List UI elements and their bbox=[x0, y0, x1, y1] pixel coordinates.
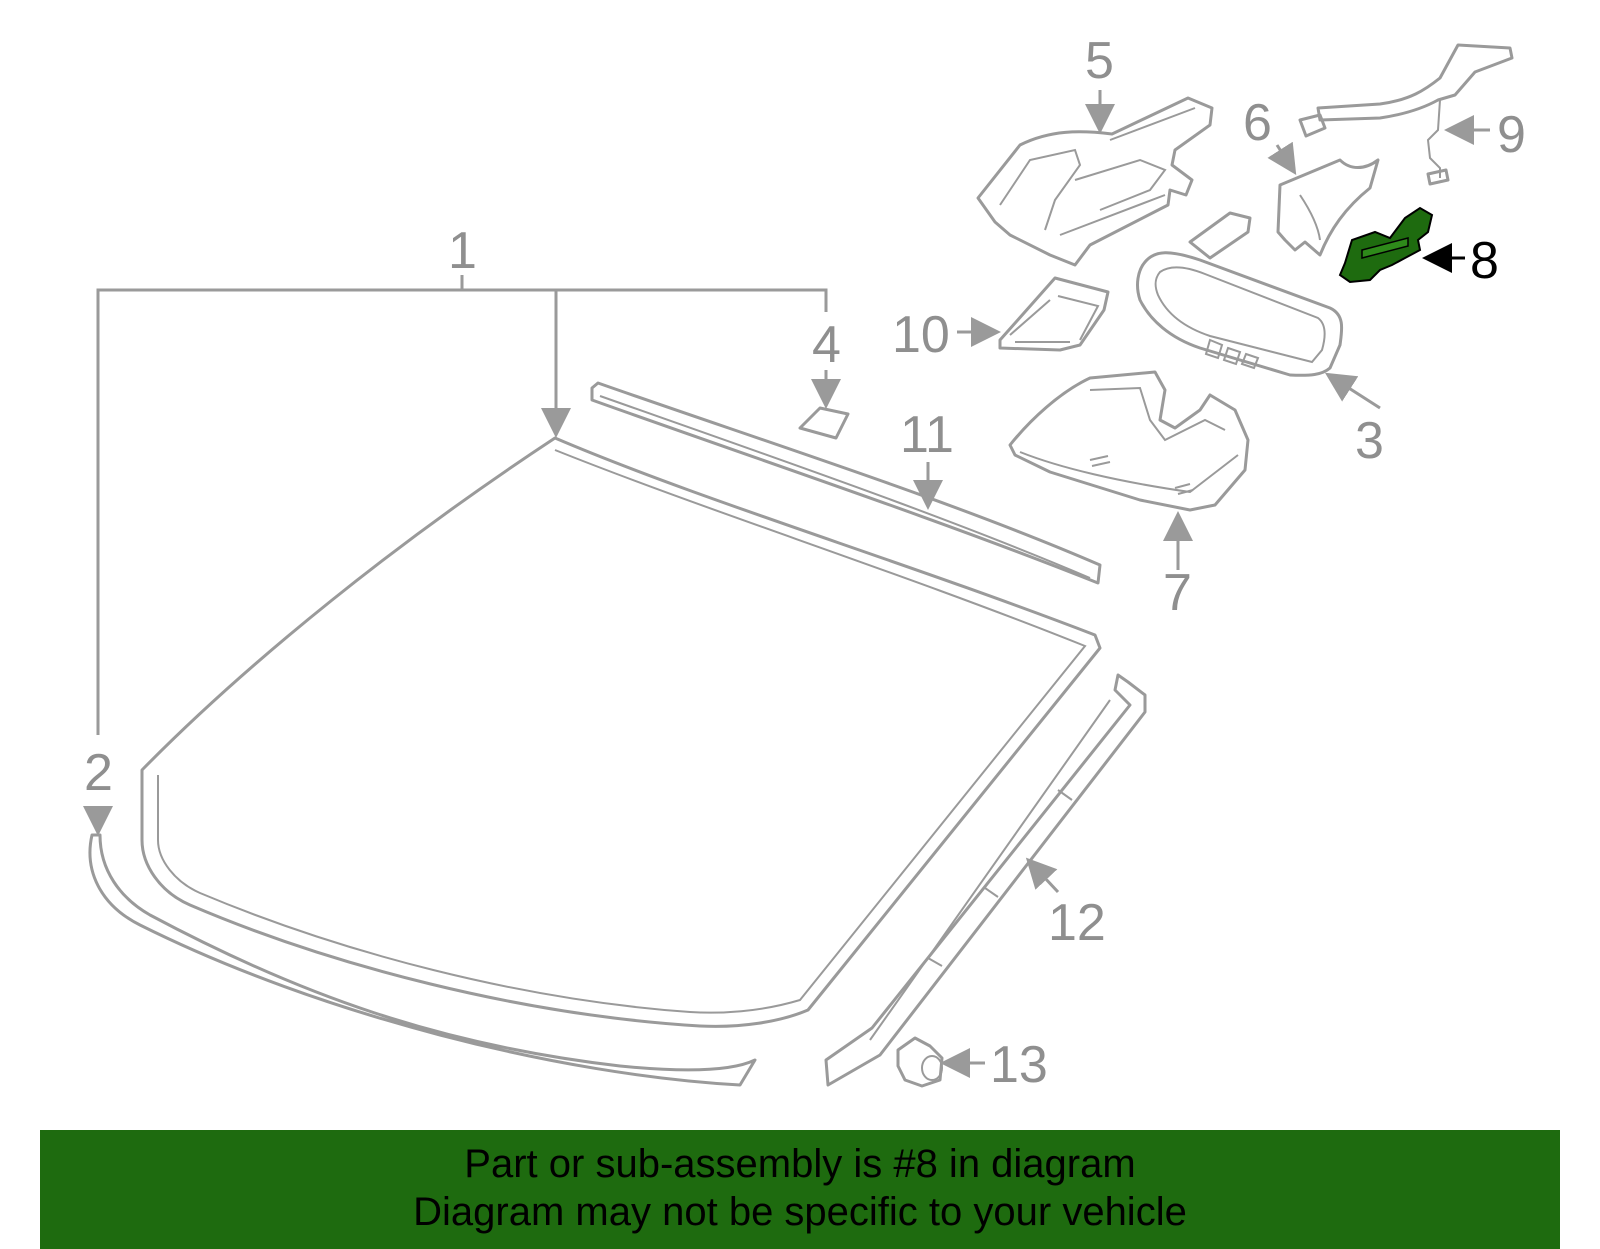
callout-9: 9 bbox=[1497, 106, 1526, 164]
mirror-frame-part-3[interactable] bbox=[1136, 211, 1344, 377]
leader-lines bbox=[83, 90, 1490, 1078]
windshield-part-1[interactable] bbox=[140, 436, 1102, 1028]
callout-4: 4 bbox=[812, 316, 841, 374]
callout-11: 11 bbox=[900, 406, 954, 464]
mirror-housing-part-7[interactable] bbox=[1008, 370, 1250, 512]
banner-line-2: Diagram may not be specific to your vehi… bbox=[413, 1190, 1187, 1234]
callout-7: 7 bbox=[1163, 564, 1192, 622]
callout-2: 2 bbox=[84, 744, 113, 802]
callout-1: 1 bbox=[448, 222, 477, 280]
callout-13: 13 bbox=[990, 1036, 1048, 1094]
clip-part-13[interactable] bbox=[896, 1036, 944, 1088]
bracket-assembly-part-5[interactable] bbox=[976, 96, 1214, 267]
parts-diagram: 1 2 3 4 5 6 7 8 9 10 11 12 13 bbox=[83, 32, 1526, 1094]
wire-harness-part-9[interactable] bbox=[1298, 43, 1514, 186]
side-molding-part-12[interactable] bbox=[824, 673, 1147, 1087]
callout-10: 10 bbox=[892, 306, 950, 364]
upper-molding-part-11[interactable] bbox=[590, 381, 1102, 585]
lower-molding-part-2[interactable] bbox=[88, 833, 757, 1087]
callout-12: 12 bbox=[1048, 894, 1106, 952]
highlighted-part-8[interactable] bbox=[1338, 206, 1434, 284]
callout-6: 6 bbox=[1243, 94, 1272, 152]
callout-3: 3 bbox=[1355, 412, 1384, 470]
banner-line-1: Part or sub-assembly is #8 in diagram bbox=[464, 1142, 1136, 1186]
callout-8: 8 bbox=[1470, 232, 1499, 290]
cover-part-6[interactable] bbox=[1276, 158, 1380, 257]
callout-5: 5 bbox=[1085, 32, 1114, 90]
info-banner: Part or sub-assembly is #8 in diagram Di… bbox=[40, 1130, 1560, 1249]
spacer-block-part-4[interactable] bbox=[798, 406, 850, 440]
sensor-cover-part-10[interactable] bbox=[998, 276, 1110, 352]
